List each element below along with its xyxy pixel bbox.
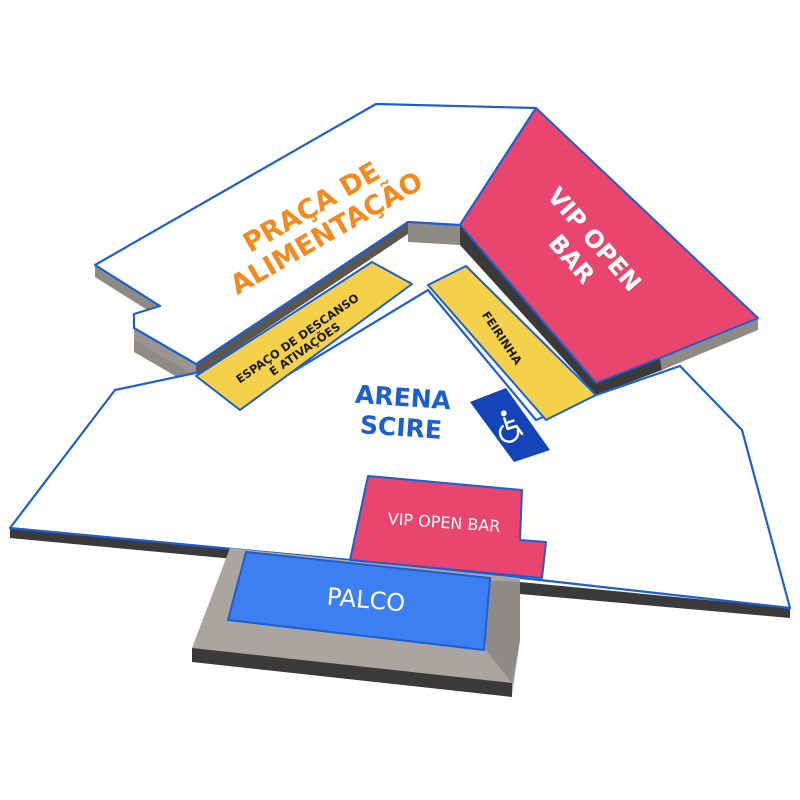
palco-surface xyxy=(226,550,492,652)
accessibility-area[interactable] xyxy=(470,388,550,462)
vip-open-bar-bottom-surface xyxy=(349,475,547,579)
vip-open-bar-top-area[interactable] xyxy=(459,107,759,395)
food-court-surface xyxy=(93,102,538,366)
food-court-platform[interactable] xyxy=(93,102,538,388)
wheelchair-icon xyxy=(498,410,524,443)
palco-label: PALCO xyxy=(326,583,407,618)
accessibility-surface xyxy=(470,388,550,462)
espaco-descanso-surface xyxy=(195,261,413,411)
arena-scire-label: ARENA SCIRE xyxy=(354,380,452,445)
arena-label-line2: SCIRE xyxy=(359,410,443,445)
vip-open-bar-bottom-area[interactable]: VIP OPEN BAR xyxy=(349,475,547,579)
feirinha-surface xyxy=(427,265,597,421)
palco-stage[interactable]: PALCO xyxy=(226,550,492,652)
vip-open-bar-top-surface xyxy=(459,107,759,384)
arena-label-line1: ARENA xyxy=(354,380,452,416)
feirinha-area[interactable]: FEIRINHA xyxy=(427,265,597,421)
